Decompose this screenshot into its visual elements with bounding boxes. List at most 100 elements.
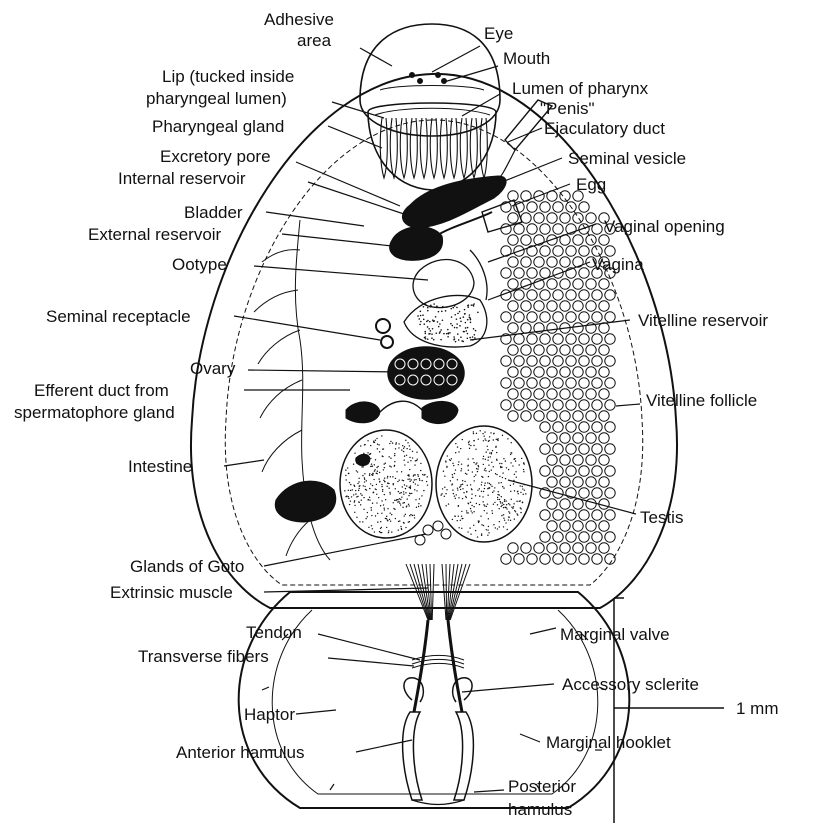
testis-stipple xyxy=(409,457,410,458)
testis-stipple xyxy=(348,496,349,497)
pharyngeal-gland-lobe xyxy=(420,118,427,178)
vitelline-follicle-cell xyxy=(599,323,609,333)
testis-stipple xyxy=(458,515,459,516)
label-penis: "Penis" xyxy=(540,99,595,118)
reservoir-stipple xyxy=(418,318,420,320)
vitelline-follicle-cell xyxy=(501,378,511,388)
testis-stipple xyxy=(462,518,463,519)
vitelline-follicle-cell xyxy=(514,268,524,278)
vitelline-follicle-cell xyxy=(592,444,602,454)
testis-stipple xyxy=(389,512,390,513)
testis-stipple xyxy=(490,432,491,433)
testis-stipple xyxy=(419,480,420,481)
reservoir-stipple xyxy=(433,303,435,305)
vitelline-follicle-cell xyxy=(605,400,615,410)
vitelline-follicle-cell xyxy=(586,499,596,509)
testis-stipple xyxy=(402,479,403,480)
testis-stipple xyxy=(466,474,467,475)
testis-stipple xyxy=(420,463,421,464)
reservoir-stipple xyxy=(456,327,458,329)
reservoir-stipple xyxy=(467,305,469,307)
vitelline-follicle-cell xyxy=(560,191,570,201)
vitelline-follicle-cell xyxy=(527,554,537,564)
testis-stipple xyxy=(454,495,455,496)
testis-stipple xyxy=(469,527,470,528)
vitelline-follicle-cell xyxy=(527,224,537,234)
reservoir-stipple xyxy=(436,305,438,307)
vitelline-follicle-cell xyxy=(605,334,615,344)
vitelline-follicle-cell xyxy=(534,345,544,355)
vitelline-follicle-cell xyxy=(592,510,602,520)
reservoir-stipple xyxy=(465,327,467,329)
testis-stipple xyxy=(452,489,453,490)
label-ovary: Ovary xyxy=(190,359,236,378)
vitelline-follicle-cell xyxy=(566,356,576,366)
vitelline-follicle-cell xyxy=(605,422,615,432)
testis-stipple xyxy=(502,502,503,503)
pharyngeal-gland-lobe xyxy=(450,118,457,178)
vitelline-follicle-cell xyxy=(514,400,524,410)
testis-stipple xyxy=(488,476,489,477)
vitelline-follicle-cell xyxy=(592,356,602,366)
testis-stipple xyxy=(400,504,401,505)
testis-stipple xyxy=(498,482,499,483)
testis-stipple xyxy=(488,440,489,441)
testis-stipple xyxy=(404,455,405,456)
vitelline-follicle-cell xyxy=(547,477,557,487)
testis-stipple xyxy=(403,451,404,452)
vitelline-follicle-cell xyxy=(560,499,570,509)
testis-stipple xyxy=(513,503,514,504)
testis-stipple xyxy=(381,484,382,485)
testis-stipple xyxy=(394,466,395,467)
testis-stipple xyxy=(522,502,523,503)
testis-stipple xyxy=(499,508,500,509)
testis-stipple xyxy=(391,514,392,515)
testis-stipple xyxy=(468,444,469,445)
testis-stipple xyxy=(457,520,458,521)
testis-stipple xyxy=(487,495,488,496)
testis-stipple xyxy=(420,470,421,471)
vitelline-follicle-cell xyxy=(605,378,615,388)
vitelline-follicle-cell xyxy=(501,268,511,278)
testis-stipple xyxy=(378,497,379,498)
vitelline-follicle-cell xyxy=(592,554,602,564)
testis-stipple xyxy=(482,477,483,478)
testis-stipple xyxy=(471,498,472,499)
vitelline-follicle-cell xyxy=(586,367,596,377)
testis-stipple xyxy=(402,486,403,487)
testis-stipple xyxy=(385,499,386,500)
testis-stipple xyxy=(483,491,484,492)
testis-stipple xyxy=(456,494,457,495)
reservoir-stipple xyxy=(456,307,458,309)
testis-stipple xyxy=(500,466,501,467)
testis-stipple xyxy=(383,508,384,509)
vitelline-follicle-cell xyxy=(534,411,544,421)
testis-stipple xyxy=(478,522,479,523)
testis-stipple xyxy=(502,472,503,473)
vitelline-follicle-cell xyxy=(521,345,531,355)
testis-stipple xyxy=(372,485,373,486)
testis-stipple xyxy=(486,506,487,507)
vitelline-follicle-cell xyxy=(553,356,563,366)
testis-stipple xyxy=(504,499,505,500)
testis-stipple xyxy=(447,455,448,456)
testis-stipple xyxy=(384,478,385,479)
testis-stipple xyxy=(512,465,513,466)
testis-stipple xyxy=(404,446,405,447)
vitelline-follicle-cell xyxy=(553,246,563,256)
testis-stipple xyxy=(473,431,474,432)
reservoir-stipple xyxy=(425,338,427,340)
vitelline-follicle-cell xyxy=(508,279,518,289)
reservoir-stipple xyxy=(459,325,461,327)
testis-stipple xyxy=(370,507,371,508)
testes xyxy=(340,426,532,542)
testis-stipple xyxy=(368,527,369,528)
testis-stipple xyxy=(457,446,458,447)
testis-stipple xyxy=(484,438,485,439)
testis-stipple xyxy=(452,483,453,484)
vitelline-follicle-cell xyxy=(579,356,589,366)
vitelline-follicle-cell xyxy=(566,444,576,454)
vitelline-follicle-cell xyxy=(605,290,615,300)
testis-stipple xyxy=(345,479,346,480)
testis-stipple xyxy=(462,498,463,499)
